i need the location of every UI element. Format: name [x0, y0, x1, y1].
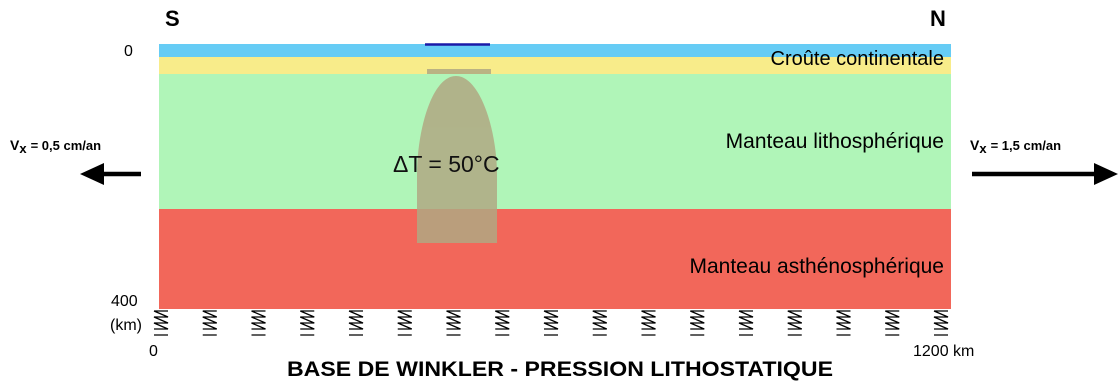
winkler-spring-icon [884, 310, 900, 336]
winkler-spring-icon [446, 310, 461, 336]
x-end-label: 1200 km [913, 343, 974, 360]
lithospheric-mantle-layer [159, 74, 951, 209]
right-velocity-label: Vx= 1,5 cm/an [970, 137, 1061, 156]
thermal-anomaly [417, 69, 497, 243]
asthenospheric-mantle-layer [159, 209, 951, 309]
right-arrow-icon [972, 163, 1118, 185]
winkler-spring-icon [202, 310, 218, 336]
winkler-spring-icon [494, 310, 510, 336]
winkler-spring-icon [787, 310, 803, 336]
north-label: N [930, 6, 946, 31]
asthenospheric-mantle-label: Manteau asthénosphérique [689, 255, 944, 278]
winkler-spring-icon [689, 310, 705, 336]
winkler-springs [153, 310, 949, 336]
winkler-spring-icon [738, 310, 754, 336]
winkler-spring-icon [641, 310, 656, 336]
winkler-spring-icon [153, 310, 169, 336]
winkler-spring-icon [592, 310, 608, 336]
base-caption: BASE DE WINKLER - PRESSION LITHOSTATIQUE [287, 358, 833, 381]
winkler-spring-icon [348, 310, 364, 336]
left-velocity-label: Vx= 0,5 cm/an [10, 137, 101, 156]
upper-crust-layer [159, 44, 951, 57]
depth-bottom-label: 400 [111, 293, 138, 310]
lithospheric-mantle-label: Manteau lithosphérique [726, 130, 944, 153]
winkler-spring-icon [836, 310, 851, 336]
winkler-spring-icon [299, 310, 315, 336]
winkler-spring-icon [251, 310, 266, 336]
anomaly-label: ΔT = 50°C [393, 151, 500, 177]
south-label: S [165, 6, 180, 31]
winkler-spring-icon [397, 310, 413, 336]
depth-unit-label: (km) [110, 317, 142, 334]
lower-crust-layer [159, 57, 951, 74]
depth-top-label: 0 [124, 43, 133, 60]
winkler-spring-icon [933, 310, 949, 336]
winkler-spring-icon [543, 310, 559, 336]
left-arrow-icon [80, 163, 141, 185]
continental-crust-label: Croûte continentale [771, 48, 944, 70]
x-start-label: 0 [149, 343, 158, 360]
